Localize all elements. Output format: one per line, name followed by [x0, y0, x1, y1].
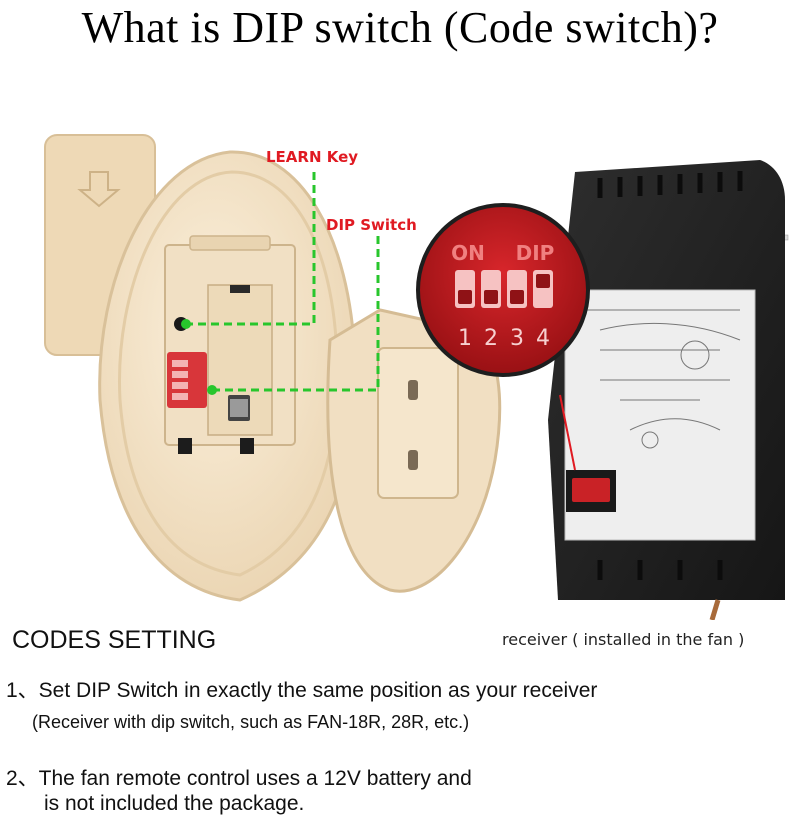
zoom-number-1: 1 — [458, 326, 472, 351]
remote-dip-switch — [167, 352, 207, 408]
receiver-caption: receiver ( installed in the fan ) — [502, 630, 745, 649]
dip-switch-label: DIP Switch — [326, 216, 417, 234]
dip-switch-zoom: ON DIP 1 2 3 4 — [416, 203, 590, 471]
wall-mount — [326, 308, 502, 593]
guide-lines — [186, 172, 380, 392]
step-2-continued: is not included the package. — [44, 792, 305, 815]
step-1-note: (Receiver with dip switch, such as FAN-1… — [32, 712, 470, 732]
dip-switch-marker — [207, 385, 217, 395]
page-title: What is DIP switch (Code switch)? — [81, 3, 719, 52]
step-1-text: 1、Set DIP Switch in exactly the same pos… — [6, 679, 598, 702]
step-2-text: 2、The fan remote control uses a 12V batt… — [6, 767, 472, 790]
codes-setting-heading: CODES SETTING — [12, 626, 217, 654]
zoom-dip-label: DIP — [516, 241, 555, 265]
fan-receiver — [548, 160, 789, 620]
product-illustration: ON DIP 1 2 3 4 — [44, 134, 789, 620]
learn-key-marker — [181, 319, 191, 329]
zoom-number-2: 2 — [484, 326, 498, 351]
zoom-on-label: ON — [451, 241, 485, 265]
remote-control — [98, 150, 358, 602]
zoom-number-4: 4 — [536, 326, 550, 351]
zoom-number-3: 3 — [510, 326, 524, 351]
learn-key-label: LEARN Key — [266, 148, 359, 166]
